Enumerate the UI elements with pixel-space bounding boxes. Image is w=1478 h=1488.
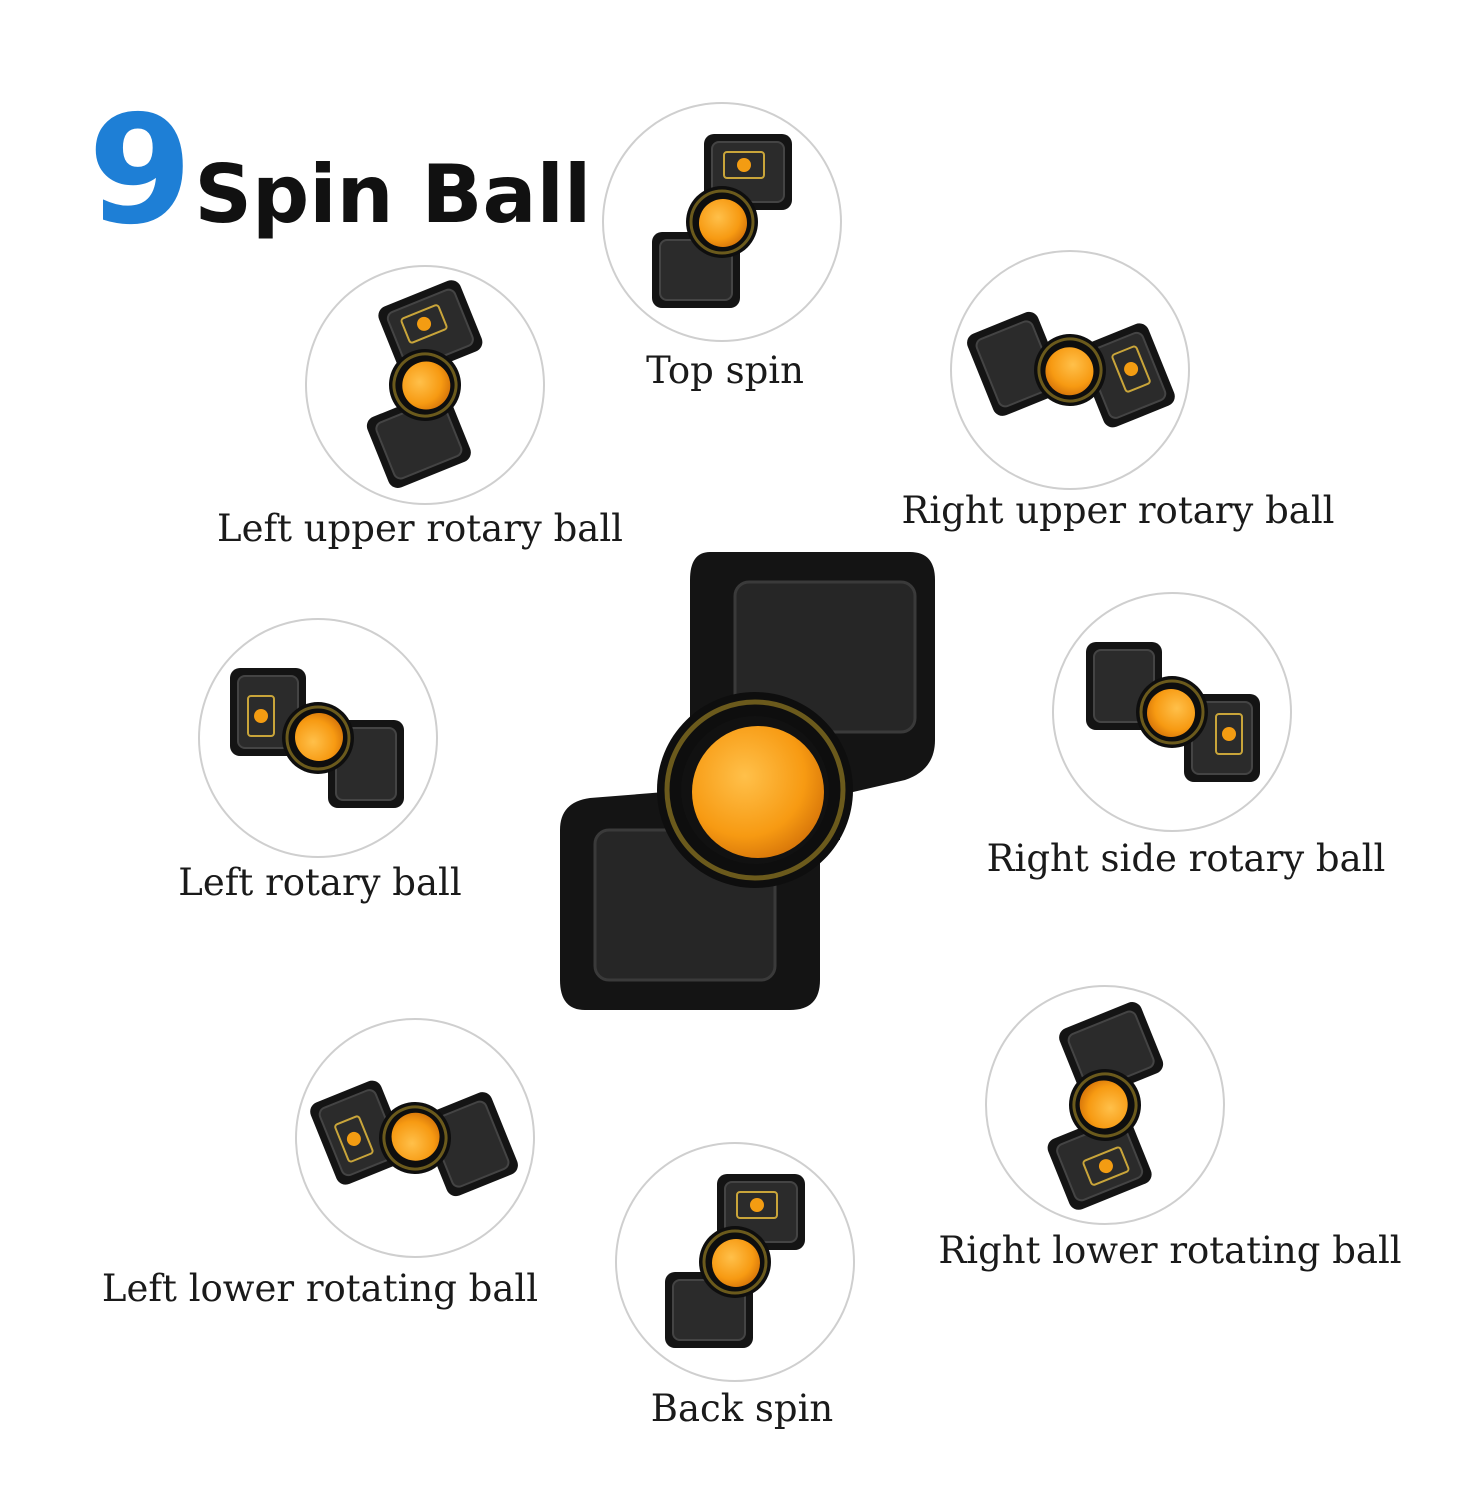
page-title: 9 Spin Ball bbox=[88, 96, 592, 246]
label-right-lower-rotating-ball: Right lower rotating ball bbox=[938, 1229, 1402, 1272]
device-icon-right-lower-rotating-ball bbox=[1047, 1002, 1164, 1210]
label-left-upper-rotary-ball: Left upper rotary ball bbox=[217, 507, 623, 550]
label-top-spin: Top spin bbox=[646, 349, 804, 392]
device-icon-back-spin bbox=[665, 1174, 805, 1348]
spin-circle-right-side-rotary-ball bbox=[1052, 592, 1292, 832]
title-text: Spin Ball bbox=[194, 148, 592, 241]
device-icon-top-spin bbox=[652, 134, 792, 308]
spin-circle-right-lower-rotating-ball bbox=[985, 985, 1225, 1225]
label-left-lower-rotating-ball: Left lower rotating ball bbox=[101, 1267, 539, 1310]
device-icon-left-lower-rotating-ball bbox=[310, 1080, 518, 1197]
spin-circle-right-upper-rotary-ball bbox=[950, 250, 1190, 490]
device-icon-right-side-rotary-ball bbox=[1086, 642, 1260, 782]
main-device-image bbox=[540, 540, 960, 1030]
label-right-side-rotary-ball: Right side rotary ball bbox=[986, 837, 1386, 880]
device-icon-left-rotary-ball bbox=[230, 668, 404, 808]
device-icon-left-upper-rotary-ball bbox=[366, 280, 483, 488]
spin-device-illustration bbox=[560, 552, 935, 1010]
title-number: 9 bbox=[88, 84, 192, 258]
label-back-spin: Back spin bbox=[650, 1387, 834, 1430]
spin-circle-top-spin bbox=[602, 102, 842, 342]
spin-circle-left-upper-rotary-ball bbox=[305, 265, 545, 505]
device-icon-right-upper-rotary-ball bbox=[967, 311, 1175, 428]
spin-circle-back-spin bbox=[615, 1142, 855, 1382]
spin-circle-left-rotary-ball bbox=[198, 618, 438, 858]
label-right-upper-rotary-ball: Right upper rotary ball bbox=[901, 489, 1335, 532]
spin-circle-left-lower-rotating-ball bbox=[295, 1018, 535, 1258]
label-left-rotary-ball: Left rotary ball bbox=[178, 861, 462, 904]
